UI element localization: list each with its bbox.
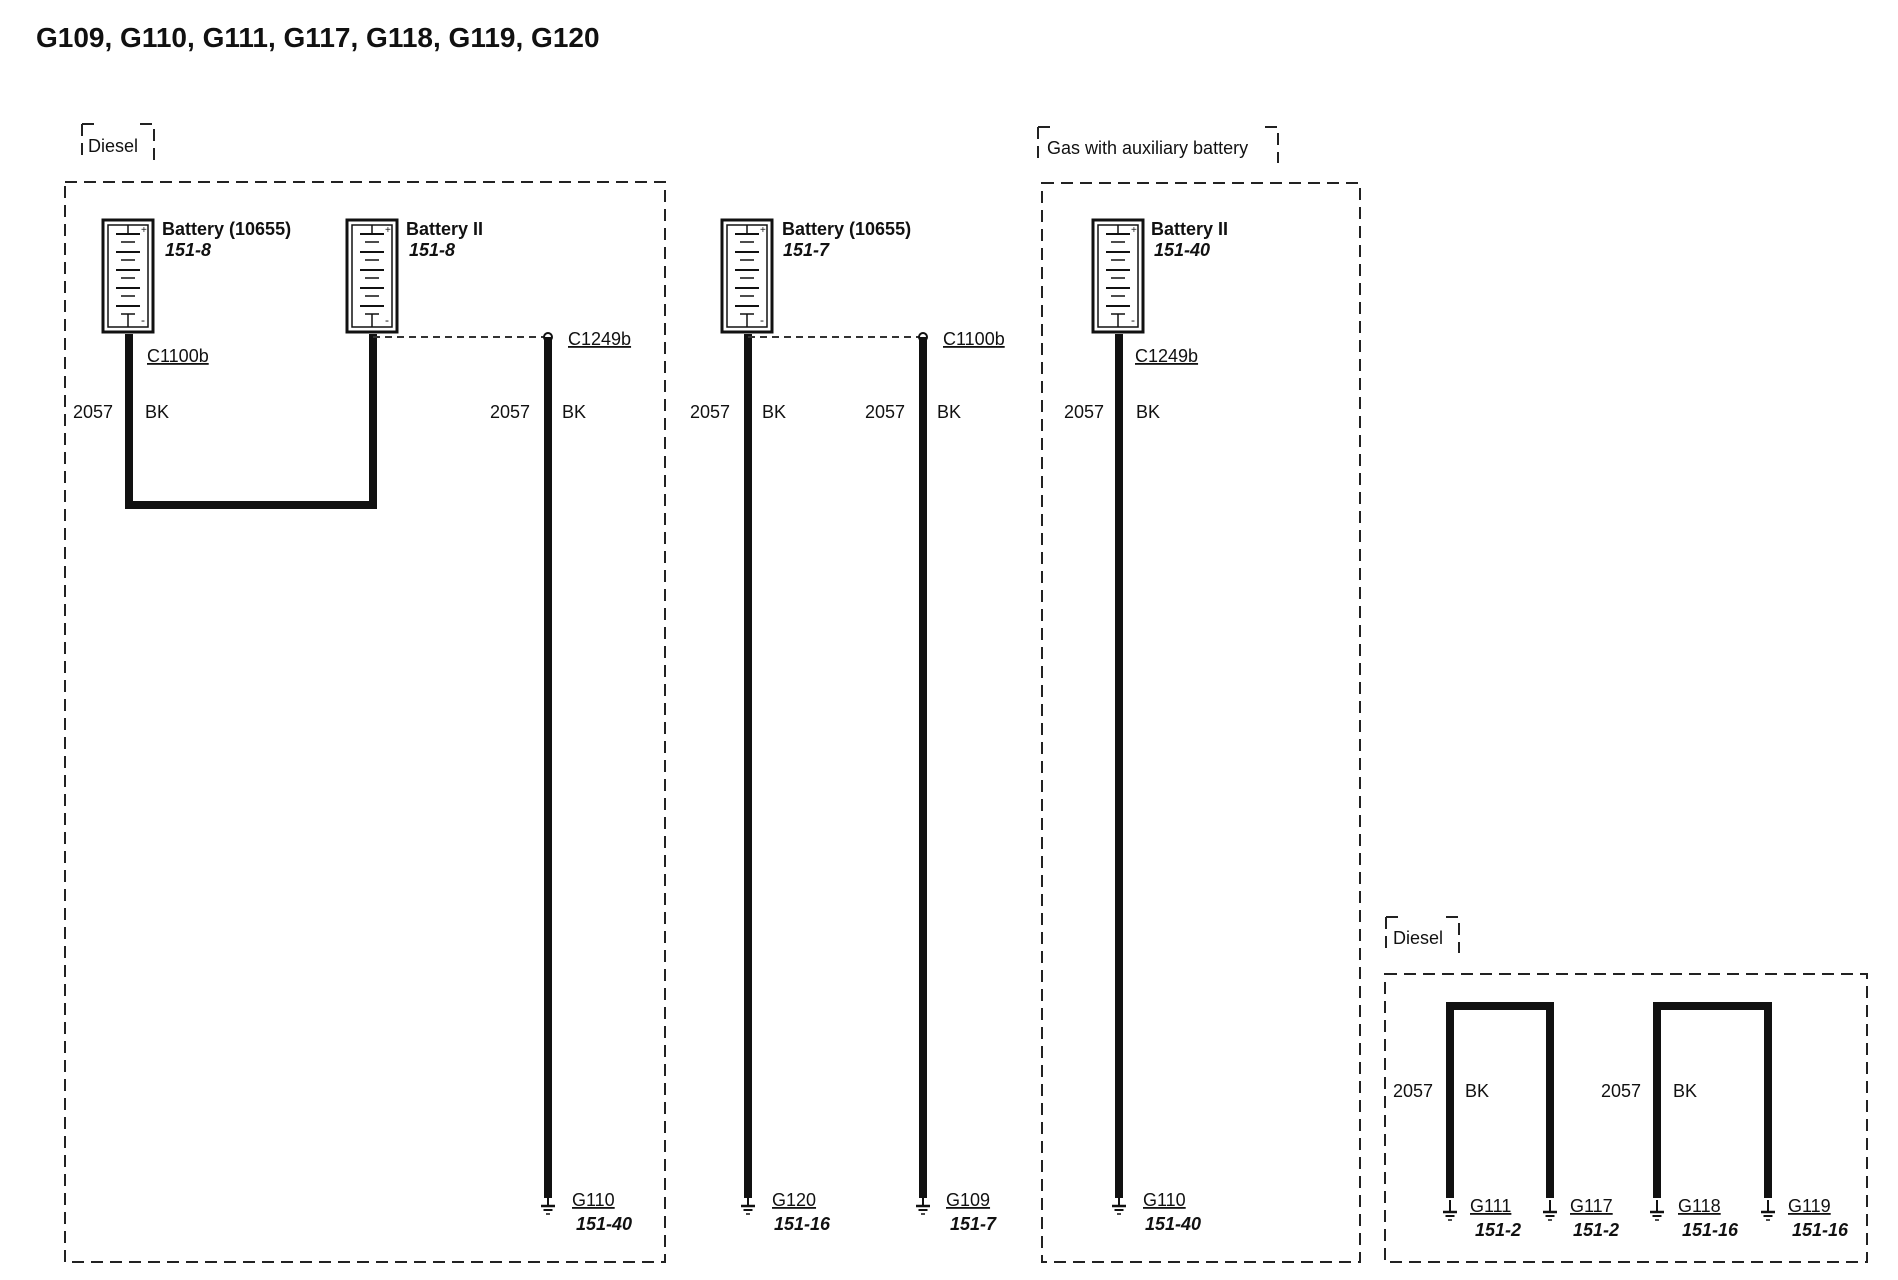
ground-g110-id: G110 (572, 1190, 615, 1210)
wire-color-label: BK (145, 402, 169, 422)
gas-aux-group-box (1041, 182, 1361, 1263)
ground-g109-ref: 151-7 (950, 1214, 997, 1234)
wire-circuit-label: 2057 (690, 402, 730, 422)
battery-icon (345, 218, 399, 334)
ground-g120-id: G120 (772, 1190, 816, 1210)
connector-c1100b-label: C1100b (147, 346, 209, 366)
ground-g111-id: G111 (1470, 1196, 1511, 1216)
ground-g119-id: G119 (1788, 1196, 1831, 1216)
ground-g110-id: G110 (1143, 1190, 1186, 1210)
ground-g117-ref: 151-2 (1573, 1220, 1619, 1240)
ground-g110-ref: 151-40 (1145, 1214, 1201, 1234)
ground-g117-id: G117 (1570, 1196, 1613, 1216)
ground-icon (1541, 1198, 1559, 1222)
diesel-group-top: Diesel Battery (10655) 151-8 C1100b Batt… (64, 123, 666, 1263)
connector-c1100b-label: C1100b (943, 329, 1005, 349)
ground-icon (1110, 1192, 1128, 1216)
ground-g118-id: G118 (1678, 1196, 1721, 1216)
ground-icon (739, 1192, 757, 1216)
wire-circuit-label: 2057 (1064, 402, 1104, 422)
battery4-name: Battery II (1151, 219, 1228, 239)
connector-c1249b-label: C1249b (1135, 346, 1198, 366)
ground-icon (539, 1192, 557, 1216)
ground-g109-id: G109 (946, 1190, 990, 1210)
battery2-ref: 151-8 (409, 240, 455, 260)
ground-g110-ref: 151-40 (576, 1214, 632, 1234)
wire-circuit-label: 2057 (1393, 1081, 1433, 1101)
ground-icon (1648, 1198, 1666, 1222)
battery2-name: Battery II (406, 219, 483, 239)
battery-icon (720, 218, 774, 334)
ground-g118-ref: 151-16 (1682, 1220, 1739, 1240)
ground-icon (1441, 1198, 1459, 1222)
diesel-group-bottom: Diesel 2057 BK G111 151-2 G117 151-2 205… (1384, 916, 1868, 1263)
connector-c1249b-label: C1249b (568, 329, 631, 349)
wire-color-label: BK (1136, 402, 1160, 422)
wire-color-label: BK (1673, 1081, 1697, 1101)
battery4-ref: 151-40 (1154, 240, 1210, 260)
diesel-group-bottom-label: Diesel (1393, 928, 1443, 948)
wire-circuit-label: 2057 (490, 402, 530, 422)
wire-color-label: BK (762, 402, 786, 422)
ground-g119-ref: 151-16 (1792, 1220, 1849, 1240)
wire-2057-g111-g117 (1446, 1002, 1554, 1198)
wire-circuit-label: 2057 (1601, 1081, 1641, 1101)
wire-color-label: BK (1465, 1081, 1489, 1101)
diesel-group-bottom-box (1384, 973, 1868, 1263)
battery-icon (1091, 218, 1145, 334)
gas-aux-group: Gas with auxiliary battery Battery II 15… (1037, 126, 1361, 1263)
ground-icon (914, 1192, 932, 1216)
diesel-group-top-box (64, 181, 666, 1263)
ground-g120-ref: 151-16 (774, 1214, 831, 1234)
gas-aux-group-label: Gas with auxiliary battery (1047, 138, 1248, 158)
diagram-title: G109, G110, G111, G117, G118, G119, G120 (36, 22, 600, 53)
battery1-ref: 151-8 (165, 240, 211, 260)
wire-2057-battery-link (125, 334, 377, 509)
wire-color-label: BK (937, 402, 961, 422)
ground-g111-ref: 151-2 (1475, 1220, 1521, 1240)
wire-circuit-label: 2057 (73, 402, 113, 422)
battery1-name: Battery (10655) (162, 219, 291, 239)
wire-2057-g118-g119 (1653, 1002, 1772, 1198)
middle-group: Battery (10655) 151-7 2057 BK G120 151-1… (690, 218, 1005, 1234)
battery-icon (101, 218, 155, 334)
wire-circuit-label: 2057 (865, 402, 905, 422)
ground-icon (1759, 1198, 1777, 1222)
battery3-name: Battery (10655) (782, 219, 911, 239)
diesel-group-top-label: Diesel (88, 136, 138, 156)
wire-color-label: BK (562, 402, 586, 422)
battery3-ref: 151-7 (783, 240, 830, 260)
